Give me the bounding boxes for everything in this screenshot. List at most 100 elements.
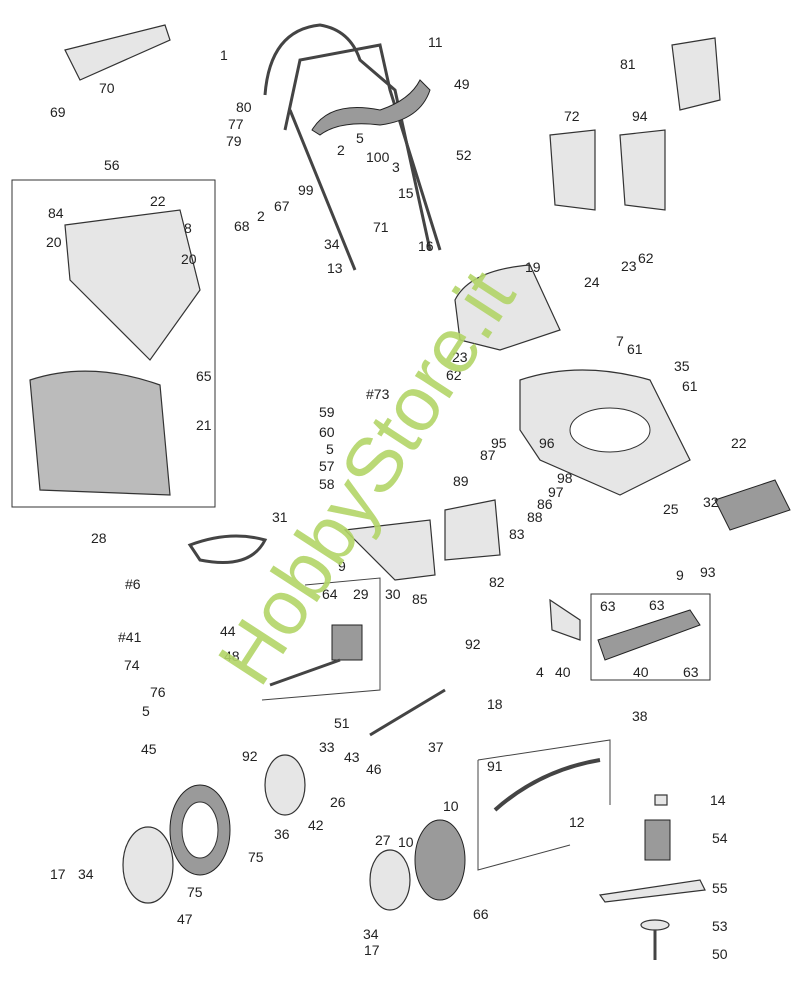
- rear-axle-37: [369, 688, 446, 737]
- part-label: 28: [91, 530, 107, 546]
- part-label: 100: [366, 149, 390, 165]
- part-label: 61: [682, 378, 698, 394]
- part-label: 68: [234, 218, 250, 234]
- part-label: 5: [142, 703, 150, 719]
- part-label: 5: [356, 130, 364, 146]
- part-label: 14: [710, 792, 726, 808]
- part-label: 34: [324, 236, 340, 252]
- part-label: 66: [473, 906, 489, 922]
- part-label: 16: [418, 238, 434, 254]
- part-label: 63: [683, 664, 699, 680]
- part-label: 69: [50, 104, 66, 120]
- part-label: 27: [375, 832, 391, 848]
- part-label: 92: [465, 636, 481, 652]
- part-label: 50: [712, 946, 728, 962]
- part-label: 93: [700, 564, 716, 580]
- part-label: 17: [364, 942, 380, 958]
- part-label: 7: [616, 333, 624, 349]
- flap-81: [671, 37, 721, 111]
- part-label: 44: [220, 623, 236, 639]
- belt-28: [187, 534, 268, 564]
- part-label: 67: [274, 198, 290, 214]
- front-axle-12: [493, 758, 601, 812]
- part-label: 57: [319, 458, 335, 474]
- part-label: 62: [446, 367, 462, 383]
- part-label: 98: [557, 470, 573, 486]
- part-label: 36: [274, 826, 290, 842]
- part-label: 83: [509, 526, 525, 542]
- part-label: 89: [453, 473, 469, 489]
- part-label: 11: [428, 34, 443, 50]
- key-14: [654, 794, 668, 806]
- part-label: 43: [344, 749, 360, 765]
- part-label: 3: [392, 159, 400, 175]
- part-label: 40: [633, 664, 649, 680]
- part-label: 35: [674, 358, 690, 374]
- part-label: 77: [228, 116, 244, 132]
- part-label: 37: [428, 739, 444, 755]
- part-label: 19: [525, 259, 541, 275]
- wheel-cover-42: [264, 754, 306, 816]
- part-label: 84: [48, 205, 64, 221]
- part-label: 99: [298, 182, 314, 198]
- bag-side-94: [619, 129, 666, 211]
- part-label: 63: [649, 597, 665, 613]
- part-label: 63: [600, 598, 616, 614]
- part-label: 80: [236, 99, 252, 115]
- part-label: 38: [632, 708, 648, 724]
- part-label: #6: [125, 576, 141, 592]
- front-bumper-32: [714, 479, 791, 531]
- part-label: 71: [373, 219, 389, 235]
- gearbox-29: [331, 624, 363, 661]
- part-label: 46: [366, 761, 382, 777]
- part-label: 4: [536, 664, 544, 680]
- rear-flap-82: [444, 499, 501, 561]
- part-label: 22: [150, 193, 166, 209]
- part-label: 23: [621, 258, 637, 274]
- part-label: 10: [443, 798, 459, 814]
- part-label: 15: [398, 185, 414, 201]
- blade-adapter-group-frame: [590, 593, 711, 681]
- part-label: 10: [398, 834, 414, 850]
- grass-bag-top: [64, 209, 201, 361]
- part-label: 21: [196, 417, 212, 433]
- part-label: 64: [322, 586, 338, 602]
- gearbox-group-frame: [261, 577, 381, 701]
- part-label: 53: [712, 918, 728, 934]
- part-label: 17: [50, 866, 66, 882]
- part-label: 22: [731, 435, 747, 451]
- part-label: 31: [272, 509, 288, 525]
- part-label: 61: [627, 341, 643, 357]
- blade-hub-54: [644, 819, 671, 861]
- part-label: 2: [337, 142, 345, 158]
- part-label: 62: [638, 250, 654, 266]
- part-label: 20: [46, 234, 62, 250]
- part-label: #73: [366, 386, 390, 402]
- part-label: 58: [319, 476, 335, 492]
- rear-hubcap-47: [122, 826, 174, 904]
- part-label: 60: [319, 424, 335, 440]
- part-label: 51: [334, 715, 350, 731]
- drive-shaft: [269, 658, 341, 687]
- engine-cover: [454, 264, 561, 351]
- part-label: 34: [78, 866, 94, 882]
- part-label: 76: [150, 684, 166, 700]
- blade-55: [598, 879, 706, 903]
- rear-wheel-hub: [181, 801, 219, 859]
- deck-opening: [569, 407, 651, 453]
- grass-bag-body: [29, 370, 171, 496]
- part-label: 20: [181, 251, 197, 267]
- part-label: 96: [539, 435, 555, 451]
- part-label: 79: [226, 133, 242, 149]
- part-label: 29: [353, 586, 369, 602]
- part-label: 9: [338, 558, 346, 574]
- part-label: 13: [327, 260, 343, 276]
- part-label: 55: [712, 880, 728, 896]
- part-label: 74: [124, 657, 140, 673]
- handle-upper: [263, 23, 432, 251]
- bag-side-72: [549, 129, 596, 211]
- part-label: #41: [118, 629, 142, 645]
- part-label: 9: [676, 567, 684, 583]
- part-label: 23: [452, 349, 468, 365]
- part-label: 49: [454, 76, 470, 92]
